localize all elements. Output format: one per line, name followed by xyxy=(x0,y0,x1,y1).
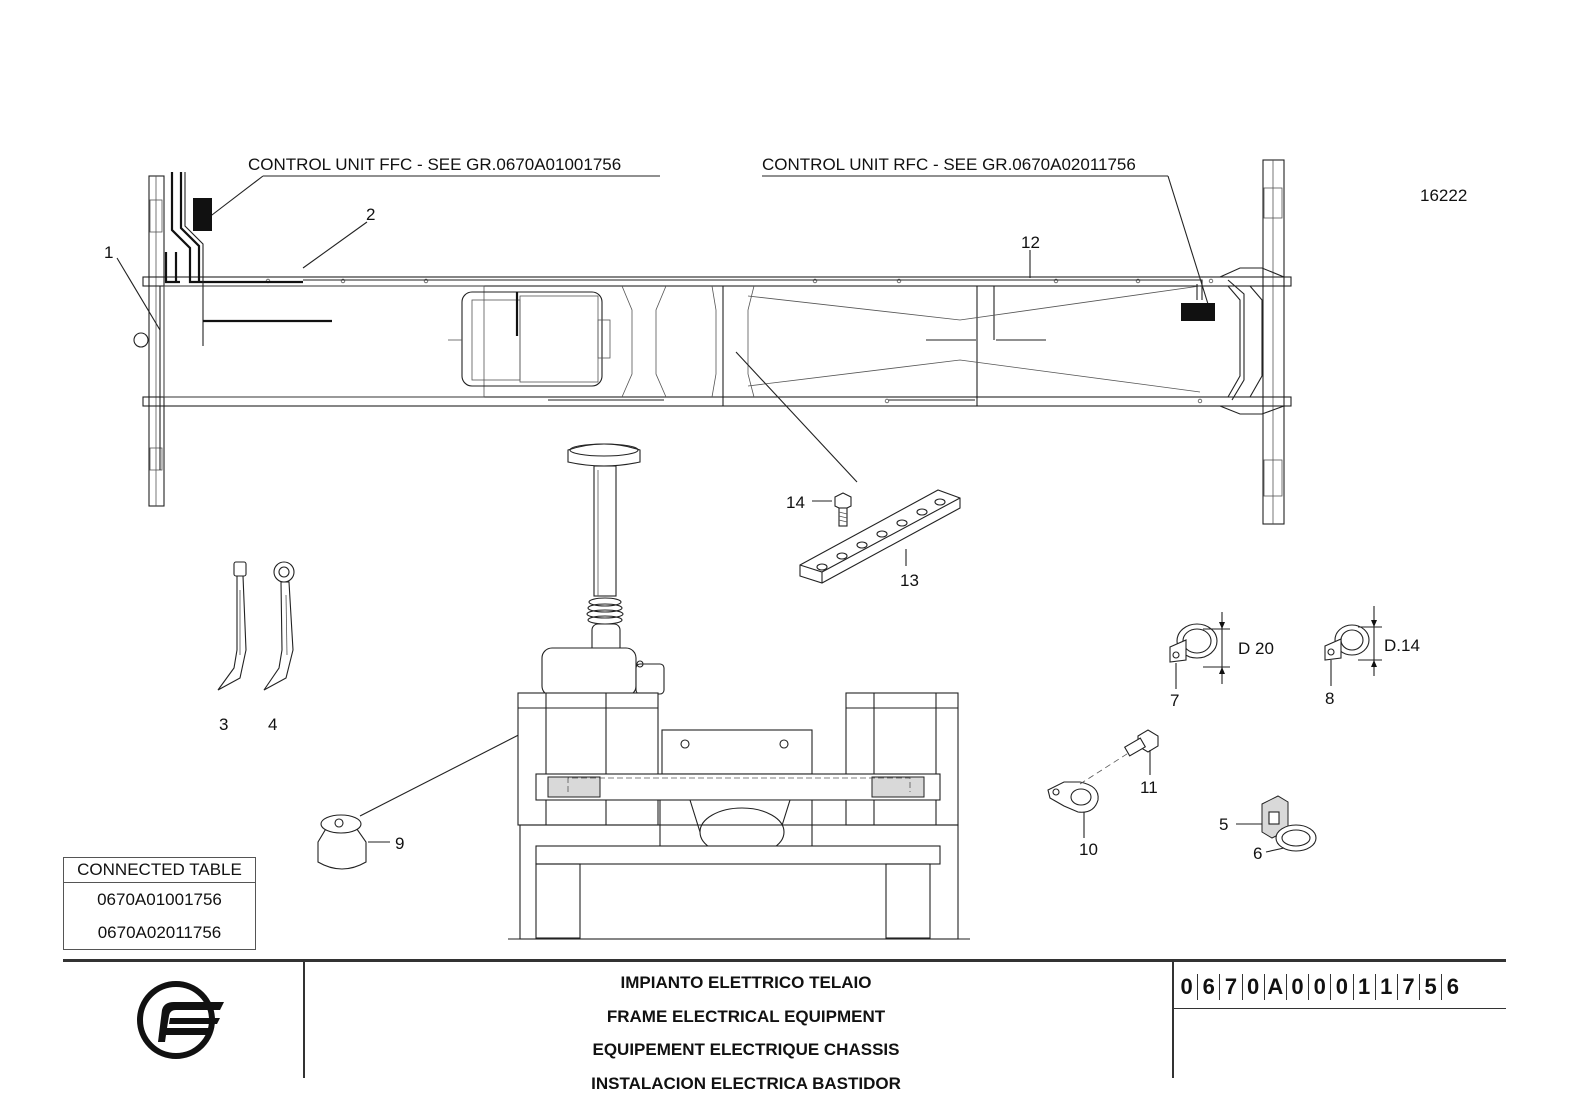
title-spanish: INSTALACION ELECTRICA BASTIDOR xyxy=(591,1073,901,1093)
plate-part-13 xyxy=(799,489,961,584)
title-english: FRAME ELECTRICAL EQUIPMENT xyxy=(606,1006,886,1026)
code-char: 5 xyxy=(1420,974,1443,1000)
callout-rfc: CONTROL UNIT RFC - SEE GR.0670A02011756 xyxy=(762,155,1215,321)
code-char: 1 xyxy=(1376,974,1398,1000)
title-block-divider xyxy=(1172,960,1174,1078)
clamp-part-10 xyxy=(1047,751,1131,838)
screw-part-14 xyxy=(812,492,852,527)
frame-leaders xyxy=(116,221,1031,483)
part-number-10: 10 xyxy=(1079,840,1098,859)
clamp-part-7 xyxy=(1169,612,1230,689)
callout-ffc-label: CONTROL UNIT FFC - SEE GR.0670A01001756 xyxy=(248,155,621,174)
title-french: EQUIPEMENT ELECTRIQUE CHASSIS xyxy=(592,1040,900,1059)
code-char: 7 xyxy=(1398,974,1421,1000)
code-char: 6 xyxy=(1446,974,1459,999)
vehicle-front-view xyxy=(508,443,970,940)
code-char: 0 xyxy=(1176,974,1199,1000)
screw-part-11 xyxy=(1123,729,1159,775)
connected-table-row: 0670A01001756 xyxy=(97,890,222,909)
dimension-label-d20: D 20 xyxy=(1238,639,1274,658)
drawing-titles: IMPIANTO ELETTRICO TELAIO FRAME ELECTRIC… xyxy=(470,970,1022,1104)
cap-part-9 xyxy=(317,672,641,870)
control-unit-rfc xyxy=(1181,303,1215,321)
code-char: 0 xyxy=(1309,974,1332,1000)
code-char: 0 xyxy=(1287,974,1310,1000)
callout-rfc-label: CONTROL UNIT RFC - SEE GR.0670A02011756 xyxy=(762,155,1136,174)
title-block-divider xyxy=(303,960,305,1078)
connected-table: CONNECTED TABLE 0670A01001756 0670A02011… xyxy=(63,857,256,950)
control-unit-ffc xyxy=(193,198,212,231)
part-number-9: 9 xyxy=(395,834,404,853)
part-number-7: 7 xyxy=(1170,691,1179,710)
part-number-11: 11 xyxy=(1140,778,1158,797)
company-logo xyxy=(137,981,224,1059)
code-char: 7 xyxy=(1220,974,1243,1000)
part-number-3: 3 xyxy=(219,715,228,734)
part-number-13: 13 xyxy=(900,571,919,590)
cable-tie-part-3 xyxy=(217,561,247,691)
drawing-code: 0 6 7 0 A 0 0 0 1 1 7 5 6 xyxy=(1176,974,1463,1000)
dimension-label-d14: D.14 xyxy=(1384,636,1420,655)
title-block: IMPIANTO ELETTRICO TELAIO FRAME ELECTRIC… xyxy=(0,958,1579,1116)
part-number-labels: 1 2 3 4 5 6 7 8 9 10 11 12 13 14 D 20 D.… xyxy=(104,205,1420,863)
part-number-4: 4 xyxy=(268,715,277,734)
code-char: A xyxy=(1265,974,1287,1000)
code-char: 0 xyxy=(1243,974,1265,1000)
part-number-5: 5 xyxy=(1219,815,1228,834)
part-number-12: 12 xyxy=(1021,233,1040,252)
code-char: 6 xyxy=(1198,974,1221,1000)
part-number-14: 14 xyxy=(786,493,805,512)
vehicle-frame xyxy=(133,159,1292,525)
part-number-2: 2 xyxy=(366,205,375,224)
callout-ffc: CONTROL UNIT FFC - SEE GR.0670A01001756 xyxy=(193,155,660,231)
part-number-6: 6 xyxy=(1253,844,1262,863)
part-number-1: 1 xyxy=(104,243,113,262)
code-char: 0 xyxy=(1331,974,1354,1000)
part-number-8: 8 xyxy=(1325,689,1334,708)
title-block-border xyxy=(63,959,1506,962)
clamp-part-8 xyxy=(1324,606,1382,686)
figure-number: 16222 xyxy=(1420,186,1467,205)
code-underline xyxy=(1174,1008,1506,1009)
connected-table-header: CONNECTED TABLE xyxy=(64,858,255,883)
code-char: 1 xyxy=(1354,974,1376,1000)
title-italian: IMPIANTO ELETTRICO TELAIO xyxy=(620,973,872,992)
tie-part-6 xyxy=(1265,824,1317,853)
connected-table-row: 0670A02011756 xyxy=(97,923,222,942)
cable-tie-part-4 xyxy=(263,561,295,691)
